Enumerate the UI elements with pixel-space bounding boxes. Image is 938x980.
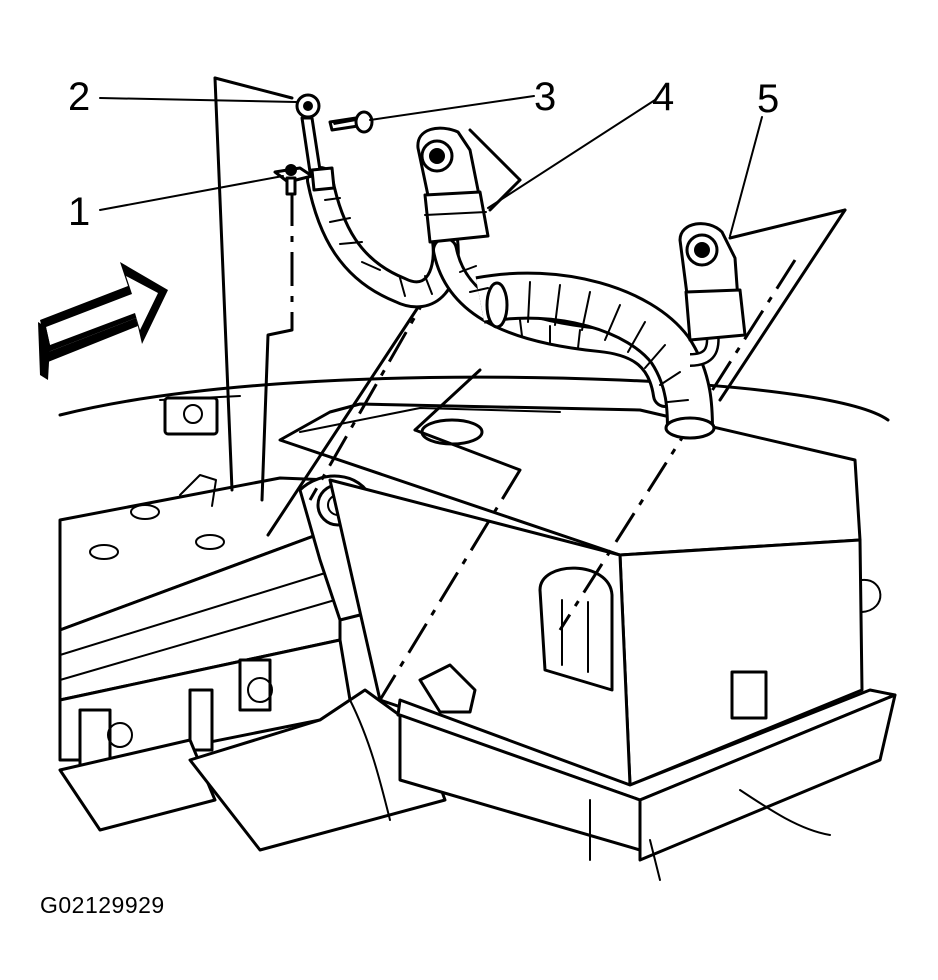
ground-stud <box>273 164 314 196</box>
ground-eyelet <box>295 93 336 192</box>
callout-3: 3 <box>534 75 556 119</box>
negative-terminal <box>678 222 747 342</box>
callout-1: 1 <box>68 190 90 234</box>
callout-5: 5 <box>757 77 779 121</box>
install-guide-lines <box>290 192 797 701</box>
bracket-lines <box>213 76 847 537</box>
figure-code: G02129929 <box>40 892 165 918</box>
callout-4: 4 <box>652 75 674 119</box>
fender-outline <box>58 375 890 436</box>
engine-assembly <box>58 474 447 852</box>
ground-bolt <box>328 110 374 134</box>
front-direction-arrow-icon <box>38 262 168 380</box>
callout-2: 2 <box>68 75 90 119</box>
battery <box>278 402 897 881</box>
positive-terminal <box>416 126 490 244</box>
battery-cable-harness <box>306 166 720 440</box>
callout-leaders <box>99 95 763 237</box>
